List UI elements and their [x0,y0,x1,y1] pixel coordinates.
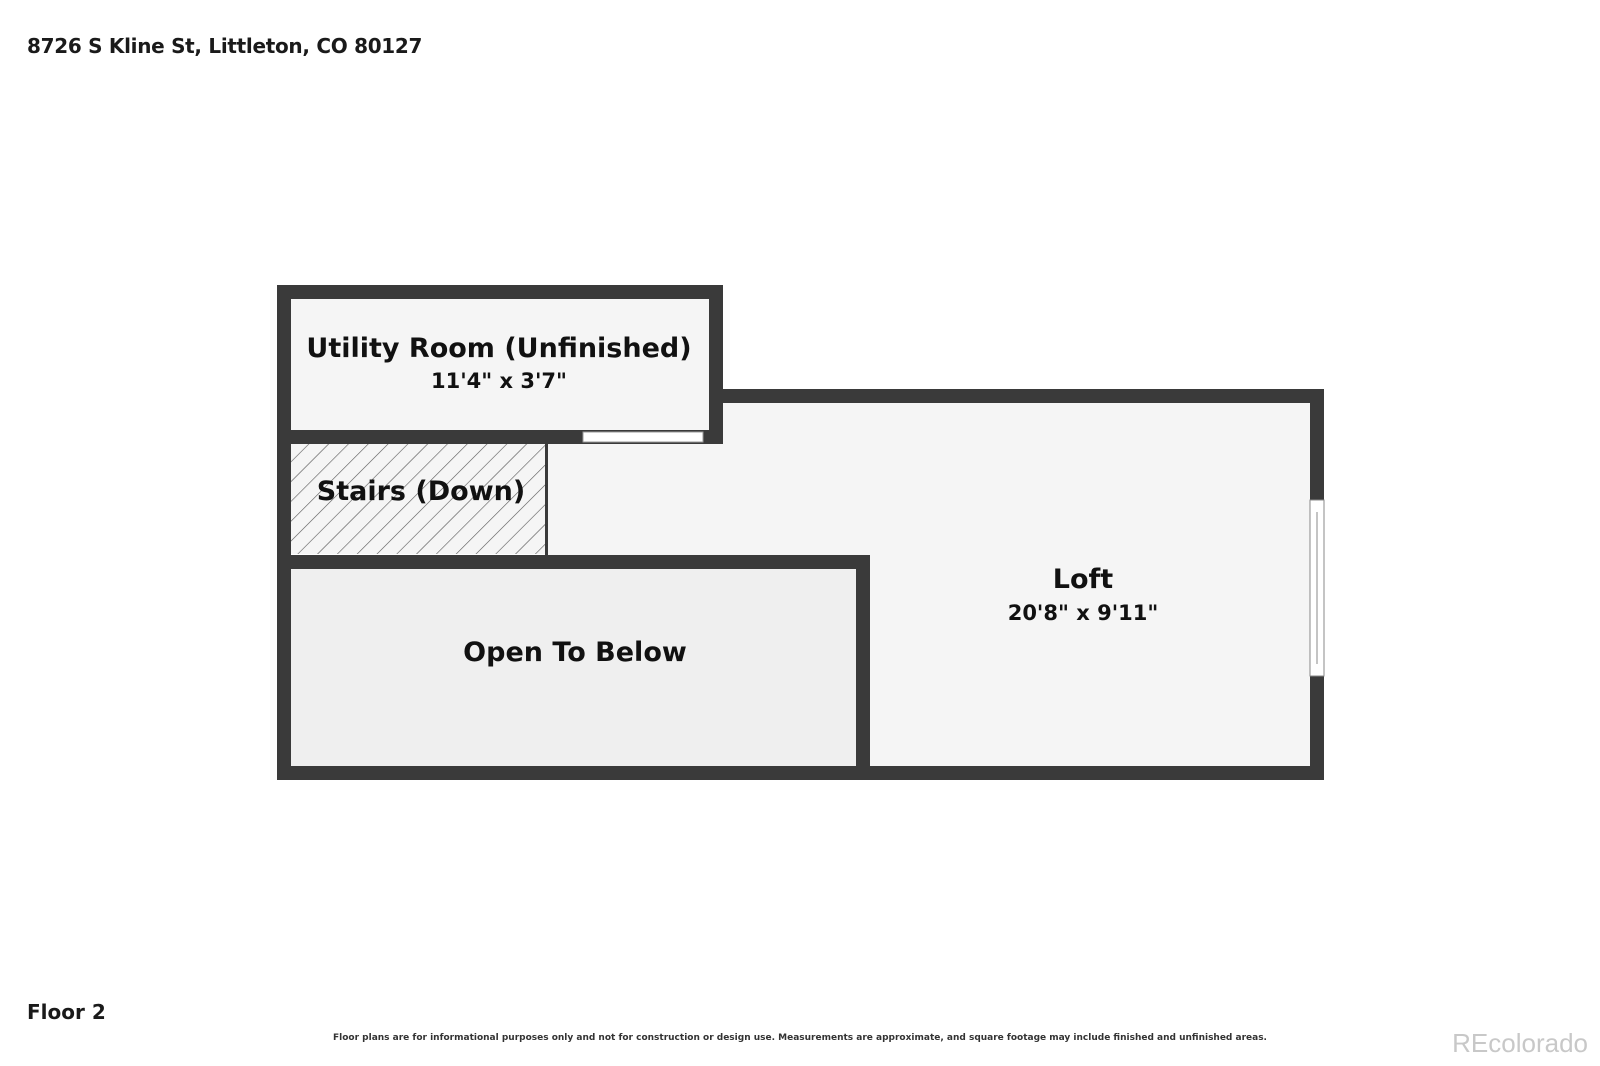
loft-window [1309,499,1325,677]
open-to-below-floor [285,567,856,769]
loft-dims: 20'8" x 9'11" [1008,601,1159,625]
recolorado-watermark: REcolorado [1452,1028,1588,1058]
loft-name: Loft [1053,564,1114,595]
utility-room-name: Utility Room (Unfinished) [306,333,691,364]
utility-room-dims: 11'4" x 3'7" [431,369,567,393]
floor-label: Floor 2 [27,1000,106,1024]
utility-doorway [582,431,704,443]
property-address: 8726 S Kline St, Littleton, CO 80127 [27,34,423,58]
open-to-below-name: Open To Below [463,637,687,668]
disclaimer: Floor plans are for informational purpos… [333,1033,1267,1043]
stairs-name: Stairs (Down) [317,476,525,507]
stairs-floor [285,442,545,554]
